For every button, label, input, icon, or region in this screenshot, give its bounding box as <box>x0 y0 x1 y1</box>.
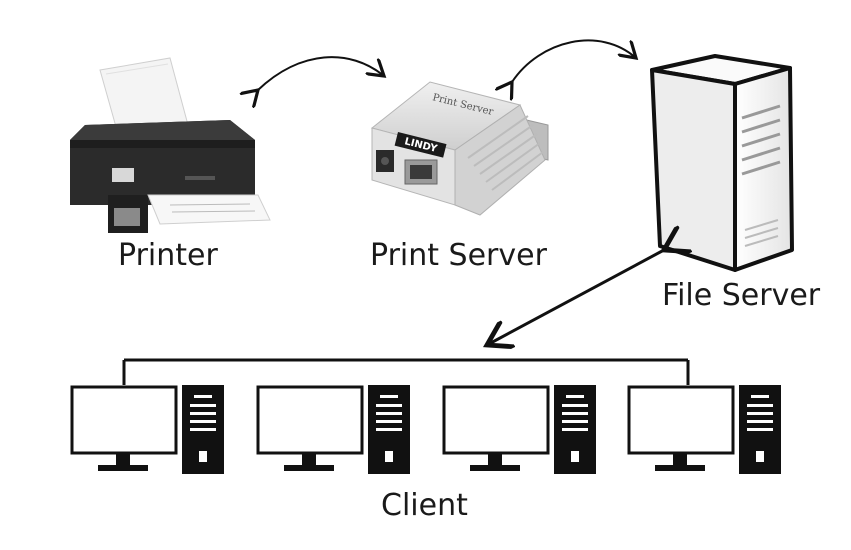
print-server-icon: Print Server LINDY <box>370 81 549 216</box>
monitor-icon <box>70 385 178 471</box>
monitor-icon <box>627 385 735 471</box>
print-server-label: Print Server <box>370 238 547 273</box>
pc-tower-icon <box>554 385 596 474</box>
client-1 <box>70 385 224 474</box>
arrow-print-server-file-server <box>512 39 636 82</box>
file-server-label: File Server <box>662 278 821 313</box>
client-label: Client <box>381 488 468 523</box>
arrow-file-server-client <box>487 250 664 345</box>
pc-tower-icon <box>739 385 781 474</box>
pc-tower-icon <box>368 385 410 474</box>
arrow-printer-print-server <box>258 56 384 90</box>
client-3 <box>442 385 596 474</box>
monitor-icon <box>442 385 550 471</box>
client-network-bus <box>122 358 690 385</box>
printer-label: Printer <box>118 238 218 273</box>
client-4 <box>627 385 781 474</box>
server-tower-icon <box>650 54 794 272</box>
pc-tower-icon <box>182 385 224 474</box>
printer-icon <box>70 57 271 233</box>
client-2 <box>256 385 410 474</box>
monitor-icon <box>256 385 364 471</box>
